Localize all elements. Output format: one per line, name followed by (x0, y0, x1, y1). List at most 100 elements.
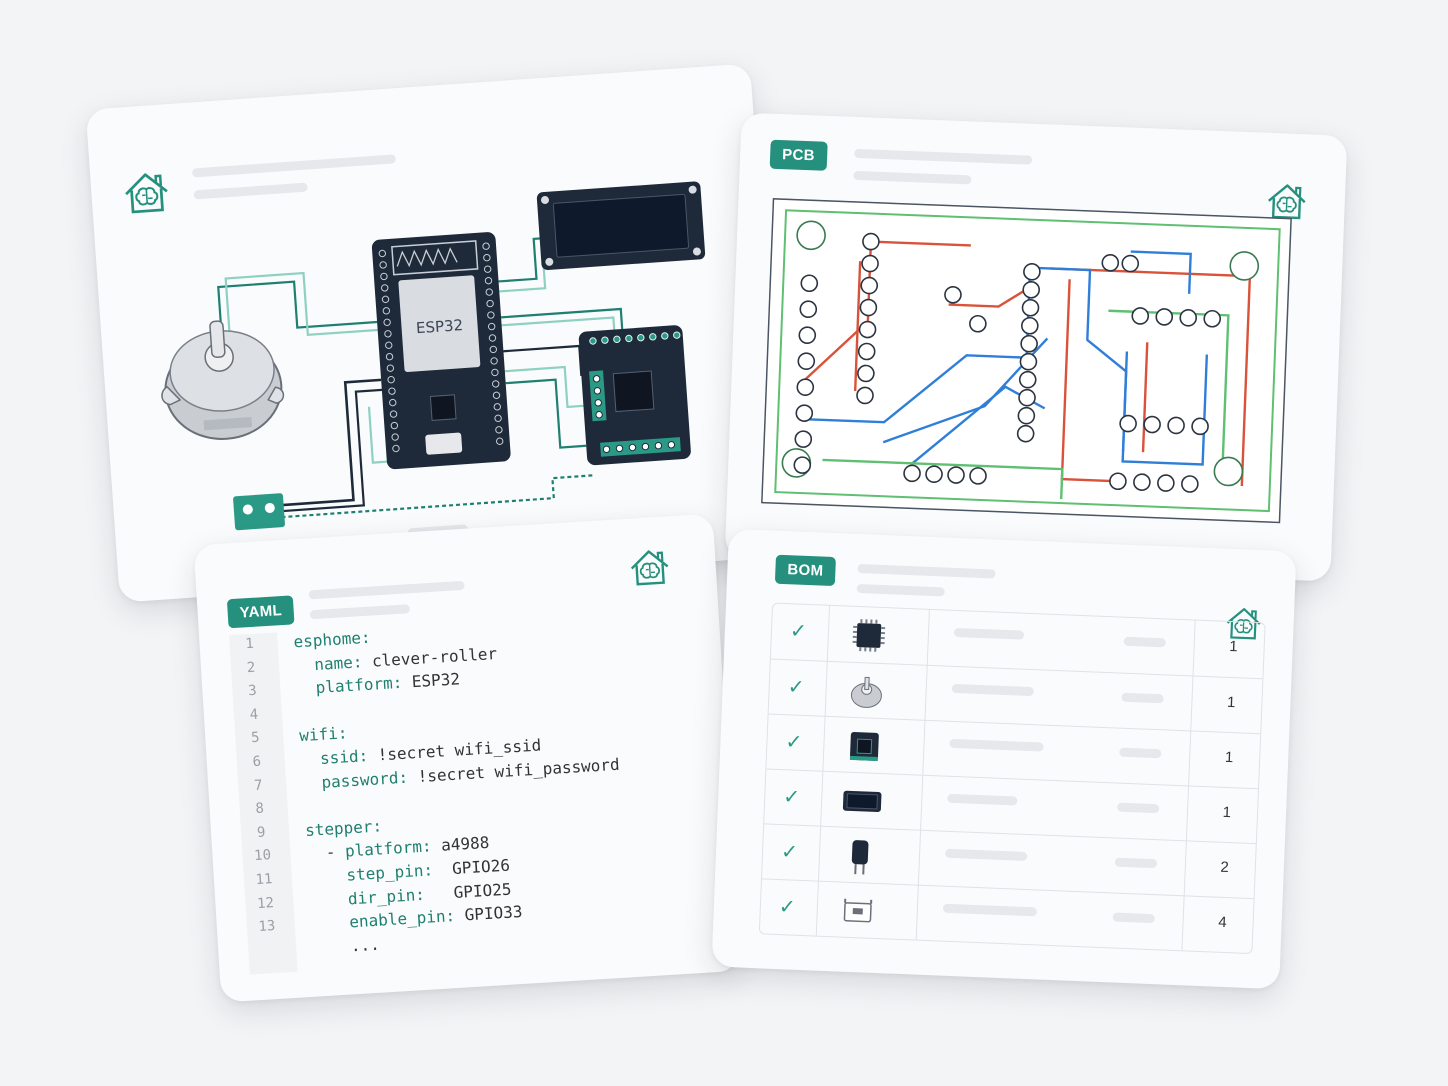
pcb-pad (1016, 424, 1035, 443)
pcb-pad (797, 352, 816, 370)
pcb-tag: PCB (769, 139, 828, 171)
bom-row: ✓1 (764, 768, 1259, 845)
pcb-pad (798, 326, 817, 345)
pin-pad (487, 311, 495, 319)
pcb-pad (1020, 334, 1038, 353)
pin-pad (613, 335, 621, 344)
pcb-pad (1021, 316, 1039, 335)
home-assistant-brain-logo (627, 546, 673, 589)
pcb-pad (969, 467, 987, 485)
line-number: 6 (252, 753, 262, 771)
part-value-placeholder (1116, 802, 1160, 814)
code-line: stepper: (304, 816, 383, 840)
part-name-placeholder (953, 627, 1025, 640)
subtitle-placeholder (309, 604, 411, 620)
driver-board-icon (843, 726, 887, 768)
esp32-board-icon: ESP32 (371, 232, 511, 470)
pin-pad (649, 333, 657, 341)
quantity: 1 (1229, 637, 1239, 656)
pcb-layout-card: PCB (724, 112, 1348, 582)
pcb-pad (1191, 417, 1209, 436)
pcb-pad (795, 404, 814, 422)
usb-connector-icon (836, 890, 880, 932)
pcb-pad (1119, 414, 1137, 433)
pcb-pad (799, 300, 818, 319)
quantity: 1 (1226, 693, 1236, 712)
pin-pad (592, 375, 601, 383)
line-number: 9 (256, 824, 266, 841)
pin-pad (483, 253, 491, 262)
bom-row: ✓1 (768, 658, 1263, 735)
pcb-pad (1021, 298, 1040, 317)
pcb-pad (857, 364, 875, 383)
pin-pad (487, 322, 496, 331)
pcb-pad (860, 276, 879, 295)
pin-pad (496, 437, 504, 445)
pin-pad (380, 272, 388, 281)
pin-pad (390, 421, 399, 430)
capacitor-icon (838, 835, 882, 877)
pin-pad (494, 414, 502, 423)
pin-pad (492, 391, 501, 400)
pcb-pad (1203, 309, 1222, 328)
checkmark-icon: ✓ (782, 786, 801, 809)
pin-pad (391, 433, 399, 441)
pcb-pad (1023, 262, 1041, 281)
line-number: 7 (253, 777, 263, 794)
pcb-pad (925, 465, 943, 483)
esp32-label: ESP32 (415, 316, 463, 337)
bill-of-materials-card: BOM ✓1✓1✓1✓1✓2✓4 (711, 528, 1297, 990)
part-name-placeholder (942, 903, 1038, 917)
pin-pad (384, 330, 392, 338)
line-number: 4 (249, 706, 259, 723)
code-line: esphome: (293, 627, 372, 652)
pcb-pad (856, 386, 874, 405)
pcb-pad (1133, 473, 1151, 491)
bom-table: ✓1✓1✓1✓1✓2✓4 (758, 602, 1266, 955)
pin-pad (485, 288, 493, 296)
checkmark-icon: ✓ (778, 896, 797, 919)
pcb-pad (1018, 370, 1037, 389)
line-number: 8 (255, 800, 265, 818)
checkmark-icon: ✓ (780, 841, 799, 864)
pin-pad (386, 364, 395, 372)
pin-pad (601, 336, 609, 344)
pcb-pad (1019, 352, 1038, 371)
pcb-pad (859, 298, 878, 317)
pin-pad (595, 411, 603, 419)
pcb-pad (1018, 388, 1036, 407)
pin-pad (637, 333, 645, 342)
pcb-pad (1143, 415, 1161, 434)
code-line: platform: ESP32 (315, 669, 461, 698)
line-number: 1 (244, 635, 255, 653)
pcb-pad (903, 464, 921, 483)
pcb-pad (1017, 406, 1036, 425)
microcontroller-chip-icon (847, 615, 891, 657)
pcb-pad (800, 274, 819, 293)
pin-pad (493, 403, 502, 411)
pin-pad (488, 334, 497, 342)
pin-pad (667, 441, 676, 449)
pcb-pad (1022, 280, 1040, 299)
pin-pad (589, 337, 597, 345)
pin-pad (491, 380, 500, 388)
checkmark-icon: ✓ (787, 676, 805, 699)
pin-pad (489, 345, 497, 354)
code-line: wifi: (298, 723, 349, 746)
pin-pad (484, 276, 493, 285)
pcb-board (761, 198, 1292, 524)
terminal-block-icon (233, 493, 285, 531)
line-number: 12 (256, 894, 275, 912)
pin-pad (385, 341, 393, 349)
line-number: 13 (258, 918, 276, 936)
title-placeholder (854, 148, 1033, 165)
title-placeholder (308, 580, 465, 600)
pin-pad (379, 261, 387, 269)
pcb-pad (796, 378, 815, 396)
pcb-pad (1179, 309, 1198, 327)
wiring-diagram-card: ESP32 (85, 63, 785, 603)
pin-pad (615, 444, 624, 453)
pin-pad (378, 249, 387, 258)
